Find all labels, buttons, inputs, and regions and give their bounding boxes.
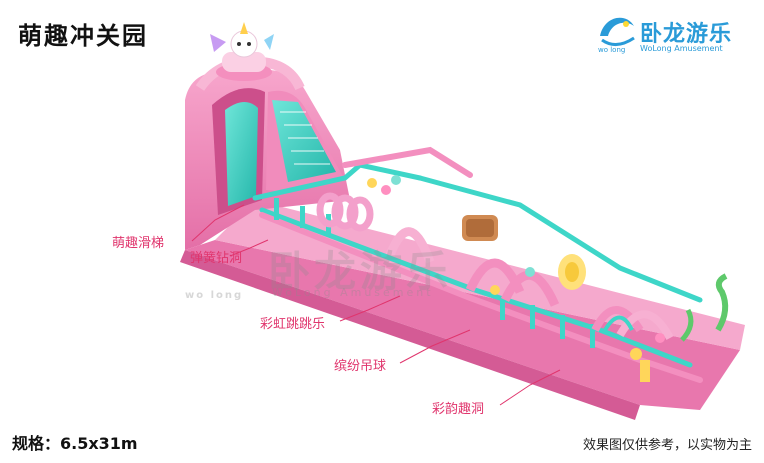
- course-pink-rails: [259, 146, 703, 383]
- course-rails: [252, 162, 703, 368]
- page-title: 萌趣冲关园: [18, 22, 148, 50]
- spec-size: 规格：6.5x31m: [12, 434, 138, 453]
- end-tunnels: [591, 306, 674, 340]
- dragon-logo-icon: [600, 17, 635, 46]
- callout-label-spring-tunnel: 弹簧钻洞: [190, 251, 243, 266]
- unicorn-mascot-icon: [210, 22, 274, 81]
- end-decorations: [630, 273, 729, 382]
- hanging-balls: [367, 175, 535, 295]
- callout-label-colorful-balls: 缤纷吊球: [334, 359, 387, 374]
- brand-subtitle: WoLong Amusement: [640, 44, 723, 53]
- callout-label-color-tunnel: 彩韵趣洞: [432, 402, 485, 417]
- brand-logo: 卧龙游乐 wo long WoLong Amusement: [596, 10, 746, 60]
- callout-label-rainbow-bounce: 彩虹跳跳乐: [260, 317, 326, 332]
- watermark-subtitle: WoLong Amusement: [272, 286, 434, 299]
- watermark-name: 卧龙游乐: [268, 247, 453, 296]
- brown-block: [462, 215, 498, 241]
- yellow-tunnel: [558, 254, 586, 290]
- watermark-subtitle-left: wo long: [185, 290, 244, 301]
- disclaimer-note: 效果图仅供参考，以实物为主: [582, 438, 752, 453]
- callout-label-cute-slide: 萌趣滑梯: [112, 236, 165, 251]
- brand-name: 卧龙游乐: [640, 22, 733, 47]
- brand-subtitle-left: wo long: [598, 46, 626, 54]
- spring-tunnel: [316, 192, 374, 232]
- callout-lines: [191, 204, 561, 406]
